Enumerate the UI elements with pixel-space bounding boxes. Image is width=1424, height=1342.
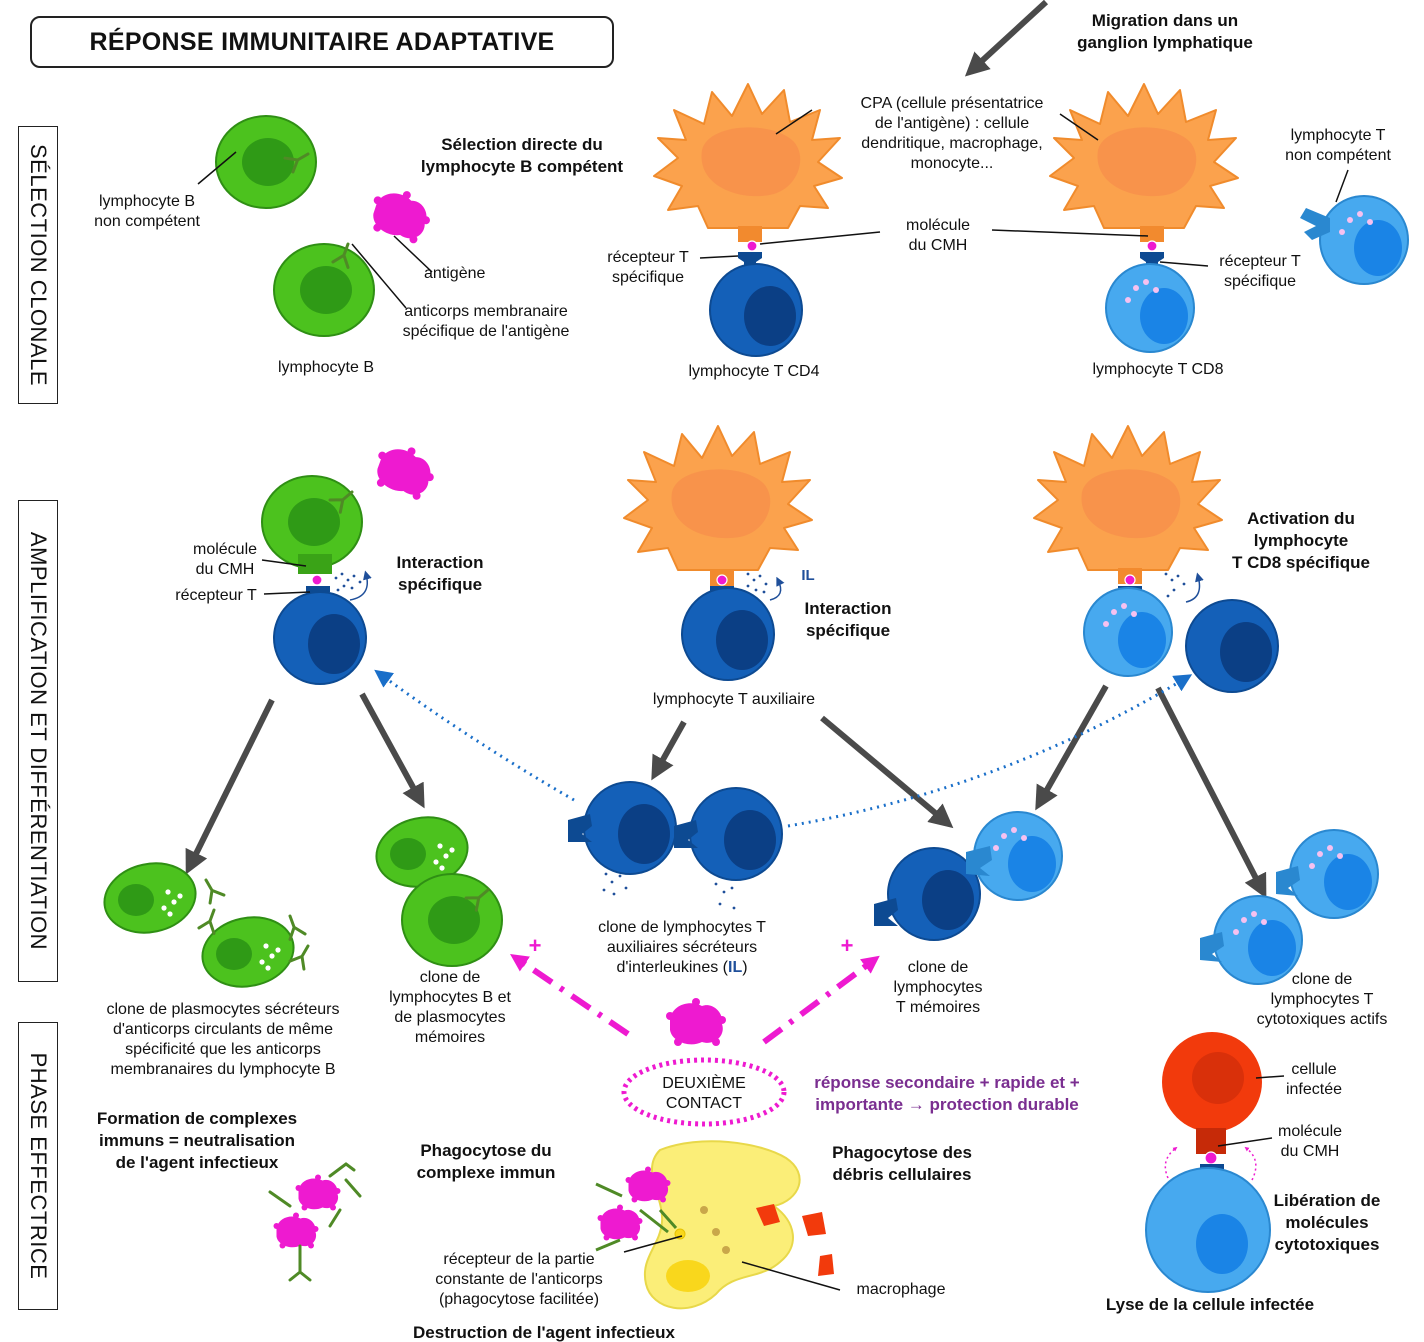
plasmocyte-1	[96, 854, 204, 942]
antigen-amp	[368, 437, 442, 503]
il-dots-clone	[602, 872, 736, 910]
memory-b-2	[401, 873, 503, 967]
t-noncomp-cell	[1319, 195, 1409, 285]
cpa-amp-cd8	[1033, 425, 1223, 571]
t-cytotox-1	[1289, 829, 1379, 919]
macrophage-shape	[643, 1140, 801, 1310]
label-reponse-secondaire: réponse secondaire + rapide et +importan…	[814, 1073, 1080, 1114]
infected-cell	[1162, 1032, 1262, 1132]
label-lymphocyte-b: lymphocyte B	[277, 359, 375, 376]
il-dots-left	[334, 572, 362, 592]
t-cd8-amp	[1083, 587, 1173, 677]
t-helper-clone-1	[583, 781, 677, 875]
label-t-auxiliaire: lymphocyte T auxiliaire	[652, 691, 816, 708]
t-helper-mid	[681, 587, 775, 681]
label-recepteur-t-amp: récepteur T	[175, 587, 257, 604]
cmh-cd8	[1140, 226, 1164, 242]
il-dots-right	[1164, 572, 1186, 598]
cpa-cd4	[653, 83, 843, 229]
t-cd8-cell	[1105, 263, 1195, 353]
label-cd4: lymphocyte T CD4	[688, 363, 820, 380]
plus-left: +	[528, 933, 542, 958]
cpa-cd8	[1049, 83, 1239, 229]
phase-label-selection: SÉLECTION CLONALE	[18, 126, 58, 404]
label-il: IL	[801, 567, 815, 584]
antigen-top	[364, 182, 437, 247]
t-helper-clone-2	[689, 787, 783, 881]
migration-arrow	[964, 0, 1049, 77]
label-macrophage: macrophage	[856, 1281, 946, 1298]
b-cell-competent	[273, 239, 375, 337]
dotted-arrow-right	[787, 674, 1193, 828]
il-dots-mid	[746, 572, 768, 594]
immune-complex-left	[268, 1162, 362, 1282]
t-cytotox-lysis	[1145, 1167, 1271, 1293]
leader-antigene	[393, 235, 433, 273]
cmh-cd4	[738, 226, 762, 242]
cpa-amp-mid	[623, 425, 813, 571]
t-helper-amp-left	[273, 591, 367, 685]
cmh-amp	[298, 554, 332, 574]
label-cd8: lymphocyte T CD8	[1092, 361, 1224, 378]
phase-label-effectrice: PHASE EFFECTRICE	[18, 1022, 58, 1310]
t-helper-amp-right	[1185, 599, 1279, 693]
t-cd4-cell	[709, 263, 803, 357]
leader-b-noncomp	[197, 151, 237, 185]
pink-arrow-left	[510, 953, 630, 1037]
b-cell-non-competent	[215, 115, 317, 209]
label-antigene: antigène	[424, 265, 486, 282]
process-arrows	[185, 684, 1267, 899]
label-lyse: Lyse de la cellule infectée	[1105, 1295, 1315, 1314]
page-title: RÉPONSE IMMUNITAIRE ADAPTATIVE	[30, 16, 614, 68]
label-destruction: Destruction de l'agent infectieux	[413, 1323, 675, 1342]
deuxieme-contact-ring	[621, 1057, 787, 1127]
antigen-second-contact	[666, 998, 726, 1046]
phase-label-amplification: AMPLIFICATION ET DIFFÉRENTIATION	[18, 500, 58, 982]
leader-anticorps	[351, 243, 407, 309]
dotted-arrow-left	[374, 669, 575, 802]
plus-right: +	[840, 933, 854, 958]
